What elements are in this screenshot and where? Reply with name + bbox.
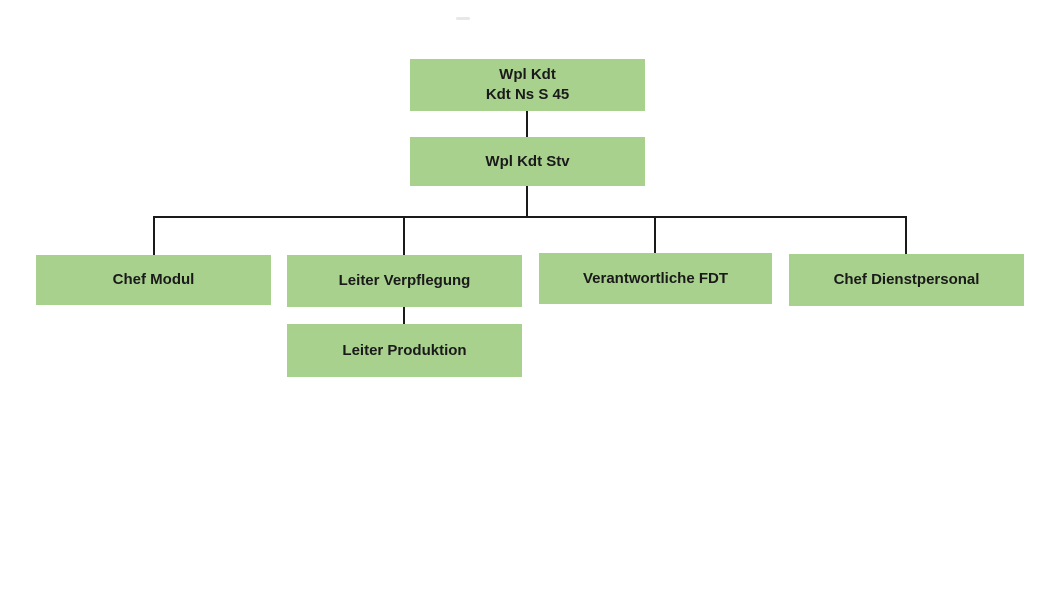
org-node-wpl-kdt-line2: Kdt Ns S 45 [485,86,570,103]
connector-drop-chef-modul [153,216,155,256]
connector-drop-leiter-verpflegung [403,216,405,256]
connector-verpflegung-produktion [403,306,405,325]
org-node-wpl-kdt: Wpl Kdt Kdt Ns S 45 [410,59,645,111]
org-node-leiter-produktion-label: Leiter Produktion [342,341,467,359]
org-node-chef-dienstpersonal-label: Chef Dienstpersonal [833,271,980,289]
connector-drop-verantwortliche-fdt [654,216,656,254]
stray-mark [456,17,470,20]
org-node-wpl-kdt-stv: Wpl Kdt Stv [410,137,645,186]
connector-deputy-riser [526,186,528,217]
connector-horizontal-bus [153,216,907,218]
org-node-leiter-produktion: Leiter Produktion [287,324,522,377]
org-node-chef-modul-label: Chef Modul [112,271,195,289]
org-node-leiter-verpflegung: Leiter Verpflegung [287,255,522,307]
org-node-wpl-kdt-stv-label: Wpl Kdt Stv [485,152,570,170]
org-node-verantwortliche-fdt-label: Verantwortliche FDT [582,269,729,287]
org-node-chef-modul: Chef Modul [36,255,271,305]
org-node-chef-dienstpersonal: Chef Dienstpersonal [789,254,1024,306]
connector-drop-chef-dienstpersonal [905,216,907,255]
org-node-wpl-kdt-line1: Wpl Kdt [499,66,556,84]
connector-commander-deputy [526,111,528,138]
org-node-verantwortliche-fdt: Verantwortliche FDT [539,253,772,304]
org-node-leiter-verpflegung-label: Leiter Verpflegung [338,272,471,290]
